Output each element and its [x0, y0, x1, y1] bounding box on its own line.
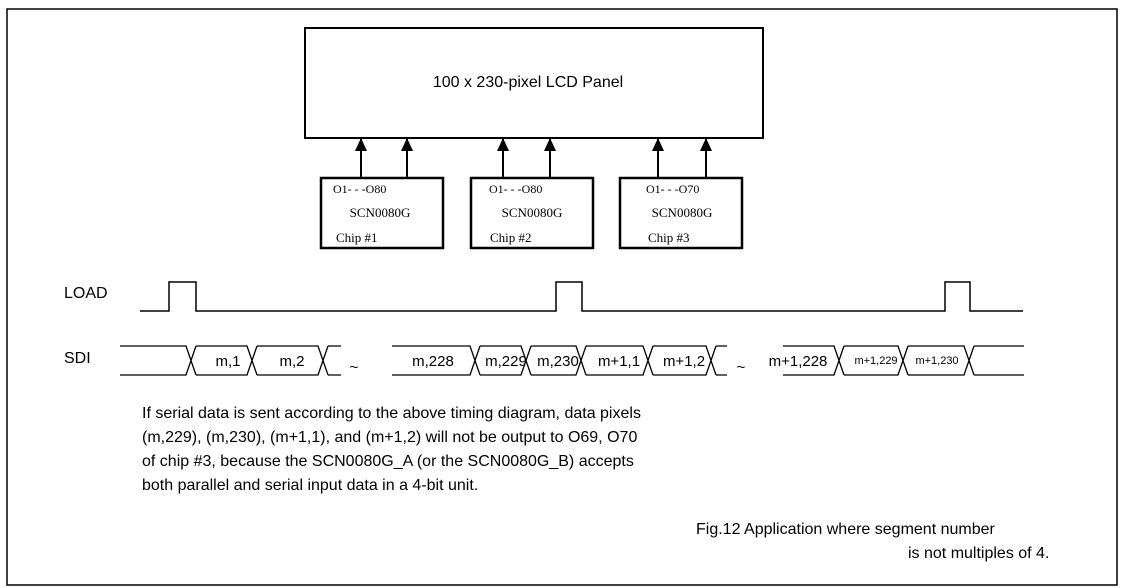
chip-box	[618, 176, 744, 250]
chip-name: Chip #3	[648, 230, 690, 245]
sdi-label-m1: m,1	[215, 353, 240, 370]
note-line-4: both parallel and serial input data in a…	[142, 477, 479, 494]
sdi-label-m1-230: m+1,230	[915, 355, 958, 367]
sdi-label-m1-2: m+1,2	[663, 353, 705, 370]
load-waveform	[140, 281, 1023, 312]
arrow-chip2-a-head	[497, 138, 509, 151]
arrow-chip1-b-head	[401, 138, 413, 151]
sdi-label-tilde-2: ~	[737, 359, 746, 376]
sdi-tail	[974, 345, 1024, 376]
sdi-label-tilde-1: ~	[350, 359, 359, 376]
chip-pins: O1- - -O80	[489, 182, 542, 196]
output-arrows	[355, 138, 712, 178]
chip-box	[469, 176, 595, 250]
sdi-cell-m1-2	[653, 345, 717, 376]
sdi-cell-m1-1	[586, 345, 654, 376]
sdi-cell-m1	[196, 345, 258, 376]
chip-name: Chip #1	[336, 230, 378, 245]
sdi-label-m1-229: m+1,229	[854, 355, 897, 367]
sdi-cell-m1-229	[844, 345, 909, 376]
sdi-label-m1-228: m+1,228	[769, 353, 828, 370]
caption-line-2: is not multiples of 4.	[908, 545, 1050, 562]
arrow-chip1-a-head	[355, 138, 367, 151]
outer-border	[6, 8, 1118, 586]
sdi-label-m228: m,228	[412, 353, 454, 370]
chip-1: O1- - -O80 SCN0080G Chip #1	[319, 176, 445, 250]
chip-2: O1- - -O80 SCN0080G Chip #2	[469, 176, 595, 250]
load-label: LOAD	[64, 285, 108, 302]
figure-caption: Fig.12 Application where segment number …	[690, 518, 1110, 566]
chip-box	[319, 176, 445, 250]
lcd-panel-label: 100 x 230-pixel LCD Panel	[433, 74, 623, 91]
sdi-waveform	[120, 345, 1024, 376]
sdi-cell-m230	[531, 345, 587, 376]
chip-name: Chip #2	[490, 230, 532, 245]
sdi-lead-in	[120, 345, 197, 376]
sdi-gap-right	[392, 345, 481, 376]
sdi-label-m2: m,2	[279, 353, 304, 370]
chip-pins: O1- - -O80	[333, 182, 386, 196]
note-line-3: of chip #3, because the SCN0080G_A (or t…	[142, 453, 634, 470]
sdi-label: SDI	[64, 350, 91, 367]
sdi-gap2-left	[716, 345, 727, 376]
sdi-gap2-right	[783, 345, 845, 376]
lcd-panel-box	[304, 27, 764, 139]
note-line-1: If serial data is sent according to the …	[142, 405, 641, 422]
chip-pins: O1- - -O70	[646, 182, 699, 196]
arrow-chip3-a-head	[652, 138, 664, 151]
arrow-chip2-b-head	[544, 138, 556, 151]
chip-3: O1- - -O70 SCN0080G Chip #3	[618, 176, 744, 250]
caption-line-1: Fig.12 Application where segment number	[696, 521, 995, 538]
sdi-label-m229: m,229	[485, 353, 527, 370]
arrow-chip3-b-head	[700, 138, 712, 151]
explanation-note: If serial data is sent according to the …	[142, 402, 862, 498]
sdi-cell-m229	[480, 345, 532, 376]
sdi-gap-left	[328, 345, 341, 376]
note-line-2: (m,229), (m,230), (m+1,1), and (m+1,2) w…	[142, 429, 638, 446]
sdi-labels: m,1 m,2 ~ m,228 m,229 m,230 m+1,1 m+1,2 …	[215, 353, 958, 376]
chip-part: SCN0080G	[502, 205, 563, 220]
chip-part: SCN0080G	[350, 205, 411, 220]
sdi-cell-m1-230	[908, 345, 975, 376]
sdi-label-m230: m,230	[537, 353, 579, 370]
sdi-label-m1-1: m+1,1	[598, 353, 640, 370]
sdi-cell-m2	[257, 345, 329, 376]
chip-part: SCN0080G	[652, 205, 713, 220]
